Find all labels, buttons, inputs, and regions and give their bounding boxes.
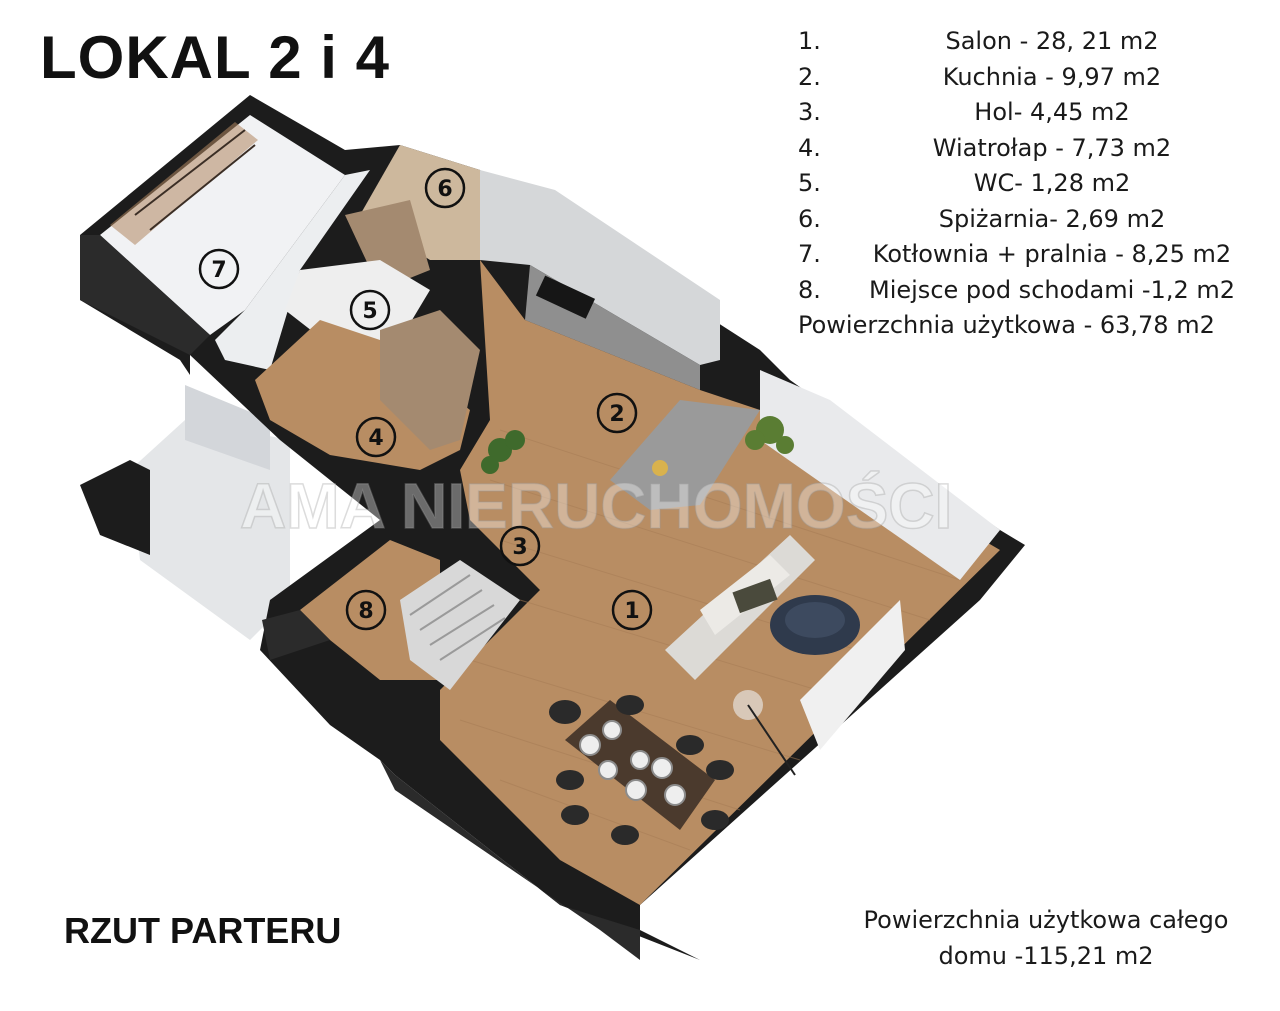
house-total-line: domu -115,21 m2 [938,942,1154,970]
room-item-6: 6. Spiżarnia- 2,69 m2 [798,202,1258,238]
room-label: Hol- 4,45 m2 [974,98,1130,126]
room-marker-5: 5 [349,289,391,331]
usable-area-total: Powierzchnia użytkowa - 63,78 m2 [798,311,1215,339]
under-stairs-floor [300,540,440,680]
dining-chairs [549,695,734,845]
terrace-right [760,370,1000,580]
room-label: Kuchnia - 9,97 m2 [942,62,1162,91]
stairs-wall [262,610,330,660]
coffee-table-top [785,602,845,638]
house-total-area: Powierzchnia użytkowa całego domu -115,2… [836,902,1256,974]
kitchen-tall-units [480,170,720,365]
terrace-shadow [185,385,270,470]
house-total-line: Powierzchnia użytkowa całego [863,906,1229,934]
plates [579,720,686,806]
exterior-bench [80,460,150,555]
throw-blanket [732,578,778,614]
room-item-8: 8. Miejsce pod schodami -1,2 m2 [798,273,1258,309]
plant-icon [481,430,525,474]
terrace-area [130,420,290,640]
shelf-line [149,144,256,231]
room-marker-4: 4 [355,416,397,458]
room-item-4: 4. Wiatrołap - 7,73 m2 [798,131,1258,167]
room-marker-3: 3 [499,525,541,567]
room-marker-label: 6 [437,177,452,202]
lamp-arm [747,704,796,776]
room-number: 2. [798,62,821,91]
pantry-cabinet [345,200,430,290]
cooktop [535,275,596,319]
room-marker-7: 7 [198,248,240,290]
room-marker-2: 2 [596,392,638,434]
room-number: 7. [798,240,821,268]
room-number: 1. [798,27,821,55]
stair-steps [409,574,506,661]
floor-label: RZUT PARTERU [64,910,342,951]
room-label: Spiżarnia- 2,69 m2 [938,204,1166,233]
room-item-2: 2. Kuchnia - 9,97 m2 [798,60,1258,96]
room-item-1: 1. Salon - 28, 21 m2 [798,24,1258,60]
room-marker-8: 8 [345,589,387,631]
shelf-line [134,129,246,216]
room-label: Kotłownia + pralnia - 8,25 m2 [872,240,1232,268]
boiler-room-floor [100,115,345,335]
room-label: Miejsce pod schodami -1,2 m2 [869,275,1235,304]
room-item-5: 5. WC- 1,28 m2 [798,166,1258,202]
room-number: 3. [798,98,821,126]
tv-unit [800,600,905,750]
watermark: AMA NIERUCHOMOŚCI [240,470,952,542]
fruit-bowl [652,460,668,476]
room-number: 6. [798,204,821,233]
room-marker-6: 6 [424,167,466,209]
staircase [400,560,520,690]
room-marker-label: 4 [368,426,383,451]
room-number: 4. [798,133,821,162]
corridor-floor [215,170,370,370]
room-marker-label: 3 [512,535,527,560]
facade-bottom [380,760,640,960]
room-number: 8. [798,275,821,304]
room-number: 5. [798,169,821,197]
kitchen-island [610,400,760,510]
room-label: WC- 1,28 m2 [973,169,1131,197]
room-label: Wiatrołap - 7,73 m2 [932,133,1172,162]
room-marker-label: 8 [358,599,373,624]
room-marker-label: 2 [609,402,624,427]
room-marker-1: 1 [611,589,653,631]
page-title: LOKAL 2 i 4 [40,24,390,91]
room-item-3: 3. Hol- 4,45 m2 [798,95,1258,131]
room-label: Salon - 28, 21 m2 [945,27,1159,55]
plant-icon [745,416,794,454]
vestibule-wardrobe [380,310,480,450]
room-list: 1.Salon - 28, 21 m2 2.Kuchnia - 9,97 m2 … [798,24,1258,344]
room-item-7: 7. Kotłownia + pralnia - 8,25 m2 [798,237,1258,273]
room-marker-label: 1 [624,599,639,624]
room-marker-label: 5 [362,299,377,324]
boiler-room-shelves [110,122,258,245]
room-marker-label: 7 [211,258,226,283]
boiler-room-wall [80,235,210,355]
